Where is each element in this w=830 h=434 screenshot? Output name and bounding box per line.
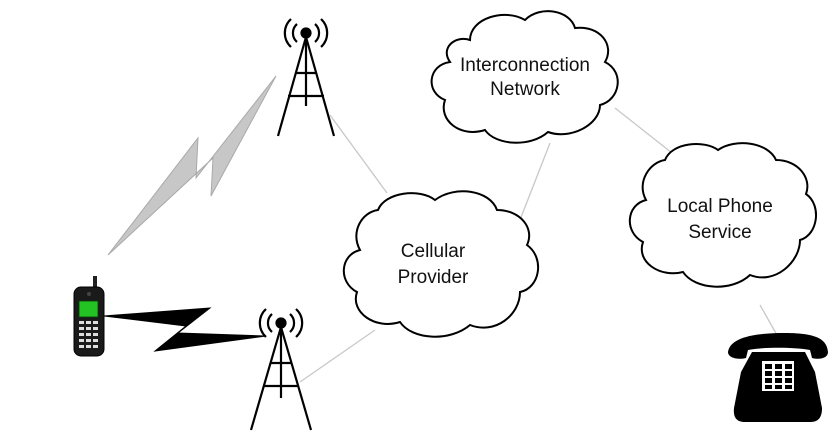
local-phone-service-label-line1: Local Phone (667, 196, 773, 217)
link-top-tower-to-cellular (329, 114, 388, 194)
strong-signal-lightning-icon (103, 307, 267, 352)
link-interconnection-to-local-phone (614, 107, 673, 154)
interconnection-network-cloud: Interconnection Network (430, 10, 619, 144)
top-radio-tower-icon (276, 18, 336, 137)
cellular-provider-label-line2: Provider (398, 267, 469, 288)
interconnection-network-label-line1: Interconnection (460, 55, 590, 76)
link-cellular-to-interconnection (517, 142, 551, 226)
local-phone-service-label-line2: Service (688, 222, 751, 243)
link-bottom-tower-to-cellular (299, 329, 376, 383)
bottom-radio-tower-icon (249, 308, 313, 431)
local-phone-service-cloud: Local Phone Service (628, 142, 818, 288)
connection-lines (299, 107, 778, 383)
interconnection-network-label-line2: Network (490, 79, 560, 100)
desk-telephone-icon (728, 333, 828, 422)
cellular-provider-label-line1: Cellular (401, 241, 466, 262)
cellular-provider-cloud: Cellular Provider (342, 190, 540, 338)
weak-signal-lightning-icon (107, 75, 277, 256)
mobile-phone-icon (73, 276, 105, 357)
link-local-phone-to-desk-phone (759, 304, 778, 336)
